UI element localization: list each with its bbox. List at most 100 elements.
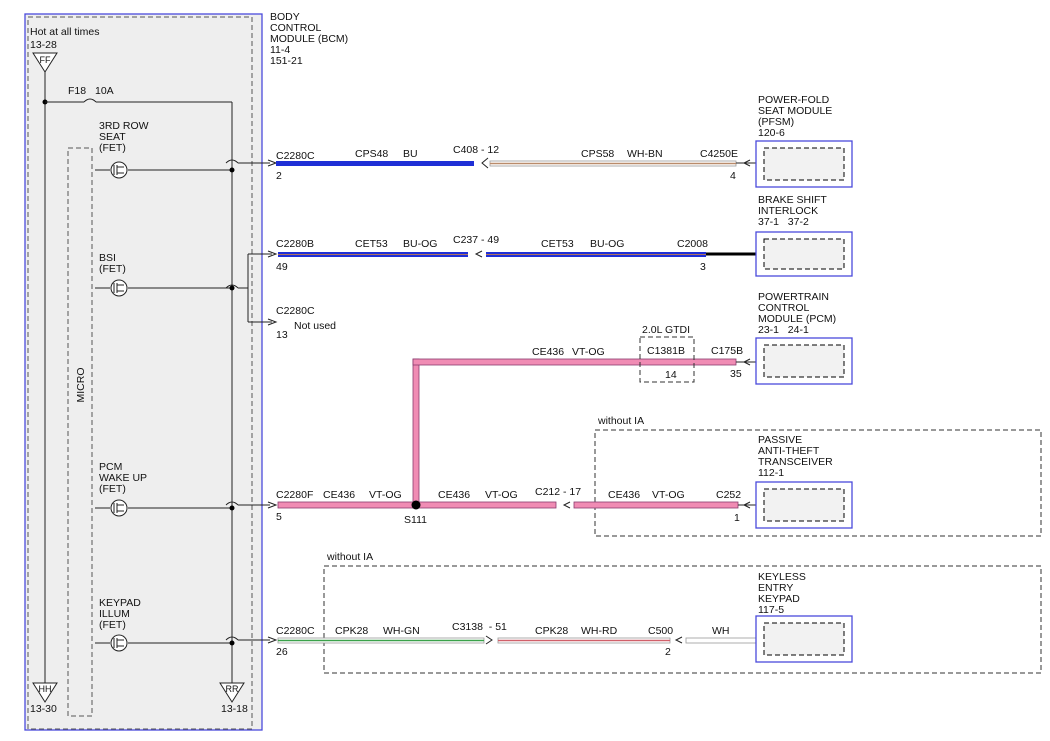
circuit-keypad: without IA C2280C 26 CPK28 WH-GN C3138 -… <box>267 551 1042 674</box>
hh-ground-icon <box>32 682 58 703</box>
svg-text:Not used: Not used <box>294 320 336 332</box>
svg-text:CONTROL: CONTROL <box>758 302 809 314</box>
hh-tag: HH <box>39 684 52 694</box>
option-box-gtdi <box>639 336 695 383</box>
svg-text:BU-OG: BU-OG <box>403 238 437 250</box>
fet-3rd-row-seat: 3RD ROW SEAT (FET) <box>95 120 235 179</box>
svg-text:C2280F: C2280F <box>276 489 313 501</box>
ff-tag: FF <box>40 55 51 65</box>
svg-text:WH-GN: WH-GN <box>383 625 420 637</box>
bcm-inner-outline <box>27 16 253 730</box>
circuit-bsi: C2280B 49 CET53 BU-OG C237 - 49 CET53 BU… <box>267 194 853 277</box>
svg-text:C2280B: C2280B <box>276 238 314 250</box>
fet-bsi: BSI (FET) <box>95 252 235 297</box>
svg-text:BU-OG: BU-OG <box>590 238 624 250</box>
svg-text:ENTRY: ENTRY <box>758 582 793 594</box>
fet-icon <box>110 499 128 517</box>
svg-text:PASSIVE: PASSIVE <box>758 434 802 446</box>
svg-text:BODY: BODY <box>270 11 300 23</box>
bcm-title: BODY CONTROL MODULE (BCM) 11-4 151-21 <box>270 11 348 67</box>
svg-text:VT-OG: VT-OG <box>369 489 402 501</box>
fuse-icon <box>83 98 97 103</box>
fuse-id: F18 <box>68 85 86 97</box>
svg-text:BSI: BSI <box>99 252 116 264</box>
svg-text:C4250E: C4250E <box>700 148 738 160</box>
svg-text:C2280C: C2280C <box>276 625 315 637</box>
svg-text:(FET): (FET) <box>99 263 126 275</box>
svg-text:3RD ROW: 3RD ROW <box>99 120 149 132</box>
svg-text:(FET): (FET) <box>99 142 126 154</box>
svg-text:C2280C: C2280C <box>276 150 315 162</box>
svg-text:WH-RD: WH-RD <box>581 625 618 637</box>
svg-text:CE436: CE436 <box>532 346 564 358</box>
svg-text:CE436: CE436 <box>438 489 470 501</box>
svg-text:120-6: 120-6 <box>758 127 785 139</box>
svg-text:3: 3 <box>700 261 706 273</box>
svg-text:C2008: C2008 <box>677 238 708 250</box>
svg-text:(FET): (FET) <box>99 619 126 631</box>
svg-text:C408 - 12: C408 - 12 <box>453 144 499 156</box>
svg-text:WH-BN: WH-BN <box>627 148 663 160</box>
svg-text:23-1 24-1: 23-1 24-1 <box>758 324 809 336</box>
hot-label: Hot at all times <box>30 26 99 38</box>
svg-text:POWER-FOLD: POWER-FOLD <box>758 94 830 106</box>
rr-ground-icon <box>219 682 245 703</box>
svg-text:CET53: CET53 <box>355 238 388 250</box>
hh-ref: 13-30 <box>30 703 57 715</box>
svg-text:CPS58: CPS58 <box>581 148 614 160</box>
svg-text:CE436: CE436 <box>608 489 640 501</box>
svg-text:(FET): (FET) <box>99 483 126 495</box>
bcm-outline <box>24 13 263 731</box>
svg-text:C500: C500 <box>648 625 673 637</box>
svg-text:KEYLESS: KEYLESS <box>758 571 806 583</box>
svg-text:C2280C: C2280C <box>276 305 315 317</box>
svg-text:C175B: C175B <box>711 345 743 357</box>
svg-text:CONTROL: CONTROL <box>270 22 321 34</box>
svg-text:INTERLOCK: INTERLOCK <box>758 205 818 217</box>
svg-text:49: 49 <box>276 261 288 273</box>
svg-text:BU: BU <box>403 148 418 160</box>
svg-text:SEAT MODULE: SEAT MODULE <box>758 105 832 117</box>
svg-text:POWERTRAIN: POWERTRAIN <box>758 291 829 303</box>
svg-text:117-5: 117-5 <box>758 604 784 616</box>
option-box-without-ia-2 <box>323 565 1042 674</box>
wire-cps48-bu <box>276 161 474 166</box>
svg-text:C252: C252 <box>716 489 741 501</box>
option-box-without-ia-1 <box>594 429 1042 537</box>
svg-text:PCM: PCM <box>99 461 122 473</box>
svg-text:MODULE (PCM): MODULE (PCM) <box>758 313 836 325</box>
svg-text:SEAT: SEAT <box>99 131 126 143</box>
rr-tag: RR <box>226 684 239 694</box>
svg-text:MODULE (BCM): MODULE (BCM) <box>270 33 348 45</box>
svg-text:CPS48: CPS48 <box>355 148 388 160</box>
svg-text:S111: S111 <box>404 514 427 526</box>
svg-text:WAKE UP: WAKE UP <box>99 472 147 484</box>
svg-text:2: 2 <box>276 170 282 182</box>
svg-text:14: 14 <box>665 369 677 381</box>
fet-pcm-wake-up: PCM WAKE UP (FET) <box>95 461 235 517</box>
svg-text:5: 5 <box>276 511 282 523</box>
svg-text:26: 26 <box>276 646 288 658</box>
svg-text:C1381B: C1381B <box>647 345 685 357</box>
circuit-pats: without IA C2280F 5 CE436 VT-OG S111 CE4… <box>267 415 1042 537</box>
fet-icon <box>110 279 128 297</box>
svg-text:CPK28: CPK28 <box>535 625 568 637</box>
wire-ce436-vt-og-2 <box>573 501 739 509</box>
svg-text:2.0L GTDI: 2.0L GTDI <box>642 324 690 336</box>
svg-text:13: 13 <box>276 329 288 341</box>
micro-label: MICRO <box>75 368 87 403</box>
bcm-block: MICRO Hot at all times 13-28 FF F18 10A … <box>24 13 272 731</box>
wire-ce436-vt-og-pcm <box>412 358 737 366</box>
svg-text:37-1 37-2: 37-1 37-2 <box>758 216 809 228</box>
svg-text:ILLUM: ILLUM <box>99 608 130 620</box>
svg-text:1: 1 <box>734 512 740 524</box>
svg-text:CET53: CET53 <box>541 238 574 250</box>
svg-text:CE436: CE436 <box>323 489 355 501</box>
svg-text:KEYPAD: KEYPAD <box>758 593 800 605</box>
svg-text:CPK28: CPK28 <box>335 625 368 637</box>
hot-ref: 13-28 <box>30 39 57 51</box>
svg-text:C3138 - 51: C3138 - 51 <box>452 621 507 633</box>
svg-text:2: 2 <box>665 646 671 658</box>
svg-text:C237 - 49: C237 - 49 <box>453 234 499 246</box>
circuit-not-used: C2280C Not used 13 <box>267 305 336 341</box>
